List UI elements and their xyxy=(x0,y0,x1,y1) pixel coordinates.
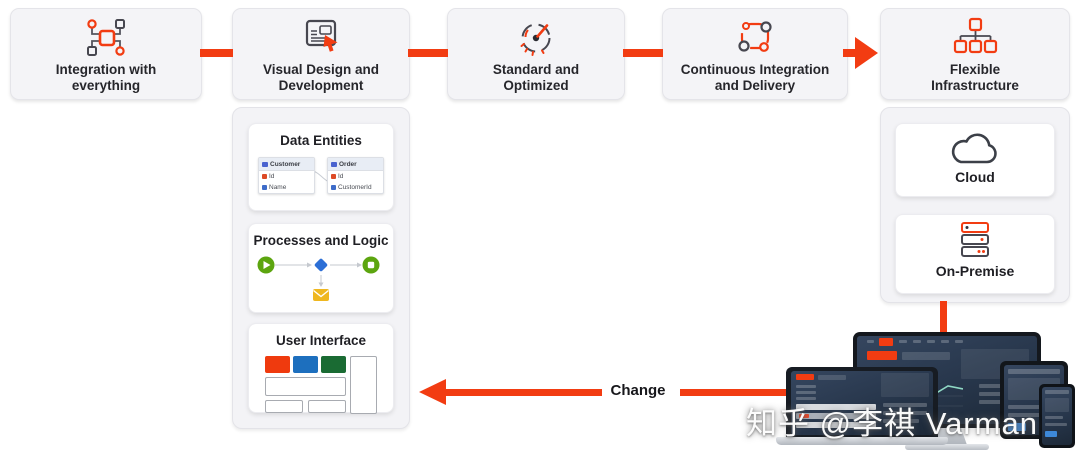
right-arrow-icon xyxy=(855,37,878,69)
ui-block-orange xyxy=(265,356,290,373)
table-icon xyxy=(331,161,337,167)
process-flow-diagram xyxy=(257,256,380,301)
gauge-icon xyxy=(515,16,557,60)
visual-design-icon xyxy=(300,16,342,60)
connector-arrow-tail xyxy=(843,49,859,57)
left-arrow-icon xyxy=(419,379,446,405)
connector-line-vertical xyxy=(940,301,947,339)
card-title: User Interface xyxy=(275,333,367,348)
card-title: Cloud xyxy=(955,169,995,185)
ui-block-small xyxy=(265,400,303,413)
step-flexible-infra: Flexible Infrastructure xyxy=(880,8,1070,100)
text-field-icon xyxy=(262,185,267,190)
entity-table-order: Order Id CustomerId xyxy=(327,157,384,194)
field-label: Id xyxy=(269,173,275,180)
cloud-icon xyxy=(951,133,997,164)
watermark: 知乎 @李祺 Varman xyxy=(746,406,1038,441)
laptop xyxy=(776,367,948,445)
cicd-cycle-icon xyxy=(733,16,777,60)
monitor-base xyxy=(905,444,989,450)
connector-line xyxy=(623,49,663,57)
change-label: Change xyxy=(610,382,666,399)
key-field-icon xyxy=(262,174,267,179)
entity-name: Customer xyxy=(270,160,301,168)
field-label: CustomerId xyxy=(338,184,372,191)
card-title: On-Premise xyxy=(935,263,1015,279)
step-cicd: Continuous Integration and Delivery xyxy=(662,8,848,100)
card-user-interface: User Interface xyxy=(248,323,394,414)
field-label: Name xyxy=(269,184,287,191)
step-standard: Standard and Optimized xyxy=(447,8,625,100)
phone xyxy=(1039,384,1075,448)
step-label: Flexible Infrastructure xyxy=(931,62,1019,94)
step-visual-design: Visual Design and Development xyxy=(232,8,410,100)
entity-name: Order xyxy=(339,160,357,168)
phone-screen xyxy=(1042,387,1072,445)
step-label: Continuous Integration and Delivery xyxy=(680,62,830,94)
change-line xyxy=(444,389,602,396)
change-line xyxy=(680,389,804,396)
step-label: Visual Design and Development xyxy=(262,62,380,94)
sitemap-icon xyxy=(952,16,998,60)
connector-line xyxy=(200,49,233,57)
ui-block-blue xyxy=(293,356,318,373)
connector-line xyxy=(408,49,448,57)
ui-block-small xyxy=(308,400,346,413)
entity-diagram: Customer Id Name Order Id CustomerId xyxy=(258,155,384,211)
card-processes-logic: Processes and Logic xyxy=(248,223,394,313)
step-label: Standard and Optimized xyxy=(492,62,580,94)
ui-block-sidebar xyxy=(350,356,377,414)
entity-table-customer: Customer Id Name xyxy=(258,157,315,194)
field-label: Id xyxy=(338,173,344,180)
laptop-base xyxy=(776,437,948,445)
step-integration: Integration with everything xyxy=(10,8,202,100)
key-field-icon xyxy=(331,174,336,179)
infra-panel: Cloud On-Premise xyxy=(880,107,1070,303)
table-icon xyxy=(262,161,268,167)
server-stack-icon xyxy=(961,222,989,257)
design-panel: Data Entities Customer Id Name Order Id … xyxy=(232,107,410,429)
card-data-entities: Data Entities Customer Id Name Order Id … xyxy=(248,123,394,211)
card-on-premise: On-Premise xyxy=(895,214,1055,294)
card-title: Processes and Logic xyxy=(253,233,389,248)
ui-block-wide xyxy=(265,377,346,396)
ref-field-icon xyxy=(331,185,336,190)
step-label: Integration with everything xyxy=(55,62,157,94)
integration-icon xyxy=(83,16,129,60)
card-title: Data Entities xyxy=(280,133,362,148)
laptop-screen xyxy=(786,367,938,437)
card-cloud: Cloud xyxy=(895,123,1055,197)
ui-block-green xyxy=(321,356,346,373)
ui-wireframe xyxy=(265,356,377,414)
